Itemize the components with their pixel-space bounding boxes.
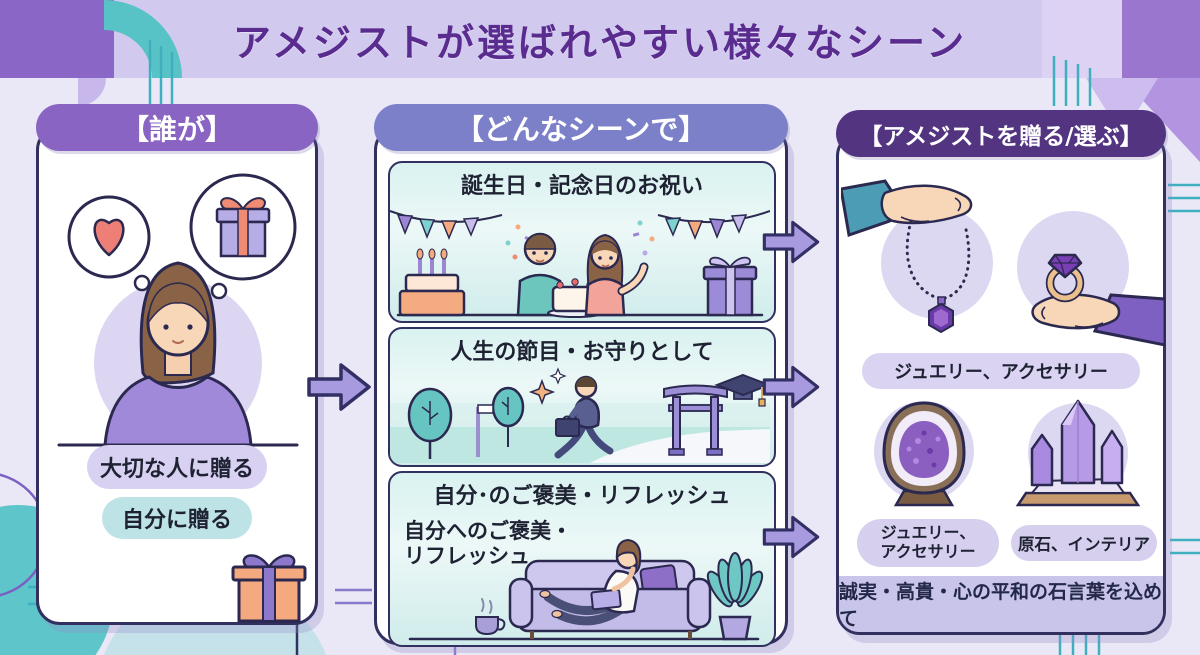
- scene-card-self-reward: 自分･のご褒美・リフレッシュ 自分へのご褒美・ リフレッシュ: [388, 471, 776, 647]
- milestone-illustration: [390, 367, 770, 463]
- thinking-woman-illustration: [57, 173, 299, 447]
- scene-card-milestone: 人生の節目・お守りとして: [388, 327, 776, 467]
- scene-title-birthday: 誕生日・記念日のお祝い: [460, 174, 703, 199]
- panel-scenes: 誕生日・記念日のお祝い: [374, 104, 788, 647]
- stone-language-footer: 誠実・高貴・心の平和の石言葉を込めて: [839, 576, 1163, 632]
- header-banner: アメジストが選ばれやすい様々なシーン: [0, 0, 1200, 78]
- scene-title-milestone: 人生の節目・お守りとして: [450, 340, 714, 365]
- sparkle-icon: [528, 367, 567, 406]
- label-jewelry-accessory: ジュエリー、アクセサリー: [862, 353, 1140, 389]
- graduation-cap-icon: [714, 373, 770, 407]
- panel-gift-body: ジュエリー、アクセサリー: [836, 132, 1166, 635]
- man-figure: [516, 232, 564, 317]
- label-gift-to-self: 自分に贈る: [102, 497, 252, 539]
- scene-caption-self-reward: 自分へのご褒美・ リフレッシュ: [404, 519, 572, 568]
- sofa-icon: [508, 559, 712, 639]
- scene-card-birthday: 誕生日・記念日のお祝い: [388, 161, 776, 323]
- scene-title-self-reward: 自分･のご褒美・リフレッシュ: [433, 484, 731, 509]
- plant-icon: [706, 552, 764, 641]
- hand-with-ring: [1031, 253, 1165, 347]
- hands-with-jewelry-illustration: [841, 179, 1165, 347]
- candle-cake-icon: [398, 248, 466, 317]
- hand-with-necklace: [841, 179, 973, 334]
- panel-who-header: 【誰が】: [36, 104, 318, 151]
- amethyst-geode-icon: [882, 401, 966, 507]
- panel-who-body: 大切な人に贈る 自分に贈る: [36, 126, 318, 625]
- torii-gate-icon: [663, 384, 728, 456]
- panel-gift-header: 【アメジストを贈る/選ぶ】: [836, 110, 1166, 157]
- birthday-illustration: [390, 210, 770, 318]
- label-jewelry-accessory-small: ジュエリー、 アクセサリー: [857, 519, 999, 567]
- arrow-right-icon: [762, 365, 820, 409]
- label-rough-stone-interior: 原石、インテリア: [1011, 525, 1157, 561]
- thought-bubble-heart: [67, 195, 151, 292]
- relaxing-illustration: [408, 538, 764, 641]
- panel-who: 大切な人に贈る 自分に贈る 【誰が】: [36, 104, 318, 625]
- gift-box-icon: [231, 554, 307, 623]
- thought-bubble-gift: [189, 173, 297, 300]
- label-gift-to-loved-one: 大切な人に贈る: [87, 445, 267, 489]
- tree-icon: [407, 386, 525, 459]
- purple-gift-icon: [702, 256, 758, 317]
- arrow-right-icon: [762, 515, 820, 559]
- amethyst-cluster-icon: [1015, 399, 1141, 507]
- signpost-icon: [476, 404, 494, 457]
- arrow-right-icon: [762, 220, 820, 264]
- woman-figure: [584, 233, 649, 317]
- coffee-cup-icon: [475, 598, 506, 636]
- panel-gift: ジュエリー、アクセサリー: [836, 110, 1166, 635]
- panel-scenes-body: 誕生日・記念日のお祝い: [374, 126, 788, 647]
- page-title: アメジストが選ばれやすい様々なシーン: [232, 20, 968, 65]
- arrow-right-icon: [307, 363, 371, 411]
- woman-figure: [57, 261, 299, 447]
- walking-businessman: [554, 375, 614, 459]
- panel-scenes-header: 【どんなシーンで】: [374, 104, 788, 151]
- lounging-woman: [539, 538, 642, 626]
- amethyst-minerals-illustration: [874, 399, 1141, 507]
